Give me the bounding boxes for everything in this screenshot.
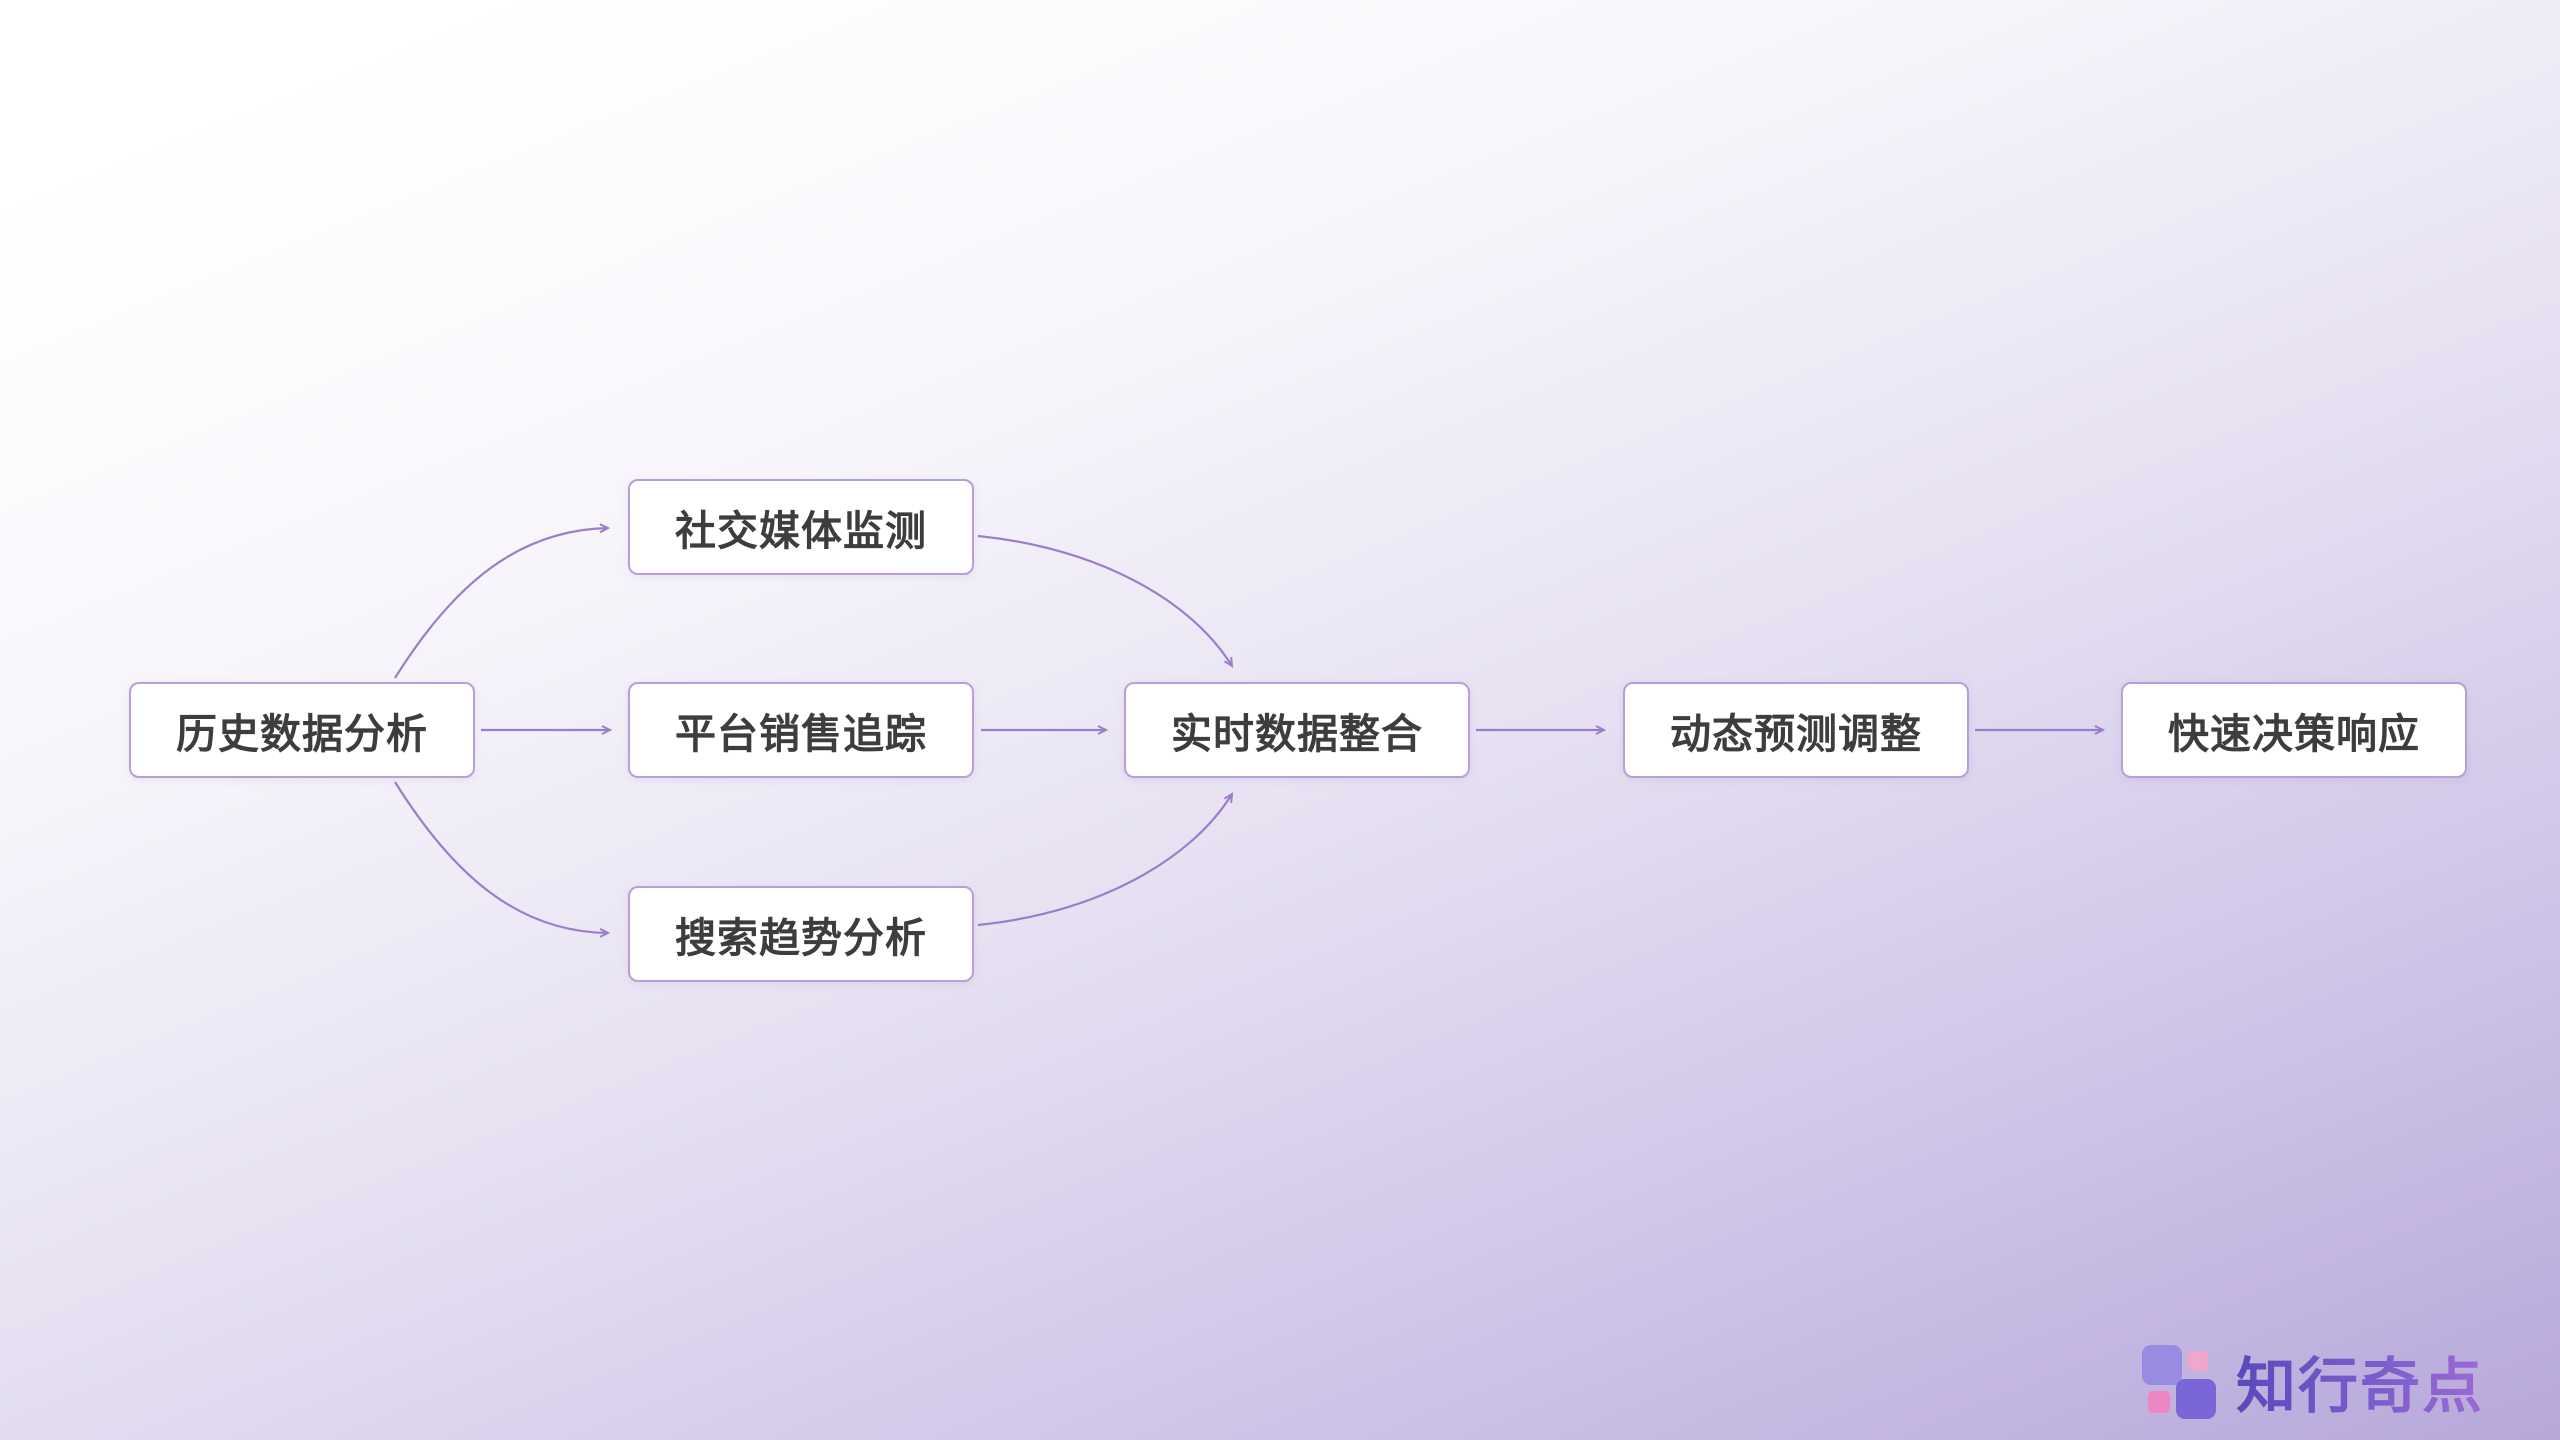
flow-node-search-trend-analysis[interactable]: 搜索趋势分析 xyxy=(628,886,974,982)
node-label: 搜索趋势分析 xyxy=(675,915,927,961)
node-label: 动态预测调整 xyxy=(1670,711,1922,757)
edge-search-realtime xyxy=(977,792,1234,927)
brand-logo-icon xyxy=(2142,1344,2216,1419)
edge-social-realtime xyxy=(977,534,1234,668)
node-label: 社交媒体监测 xyxy=(675,508,927,554)
flow-node-rapid-decision-response[interactable]: 快速决策响应 xyxy=(2121,682,2467,778)
flow-node-historical-data-analysis[interactable]: 历史数据分析 xyxy=(129,682,475,778)
flow-node-dynamic-forecast-adjustment[interactable]: 动态预测调整 xyxy=(1623,682,1969,778)
brand-logo-text: 知行奇点 xyxy=(2236,1338,2484,1425)
flow-node-realtime-data-integration[interactable]: 实时数据整合 xyxy=(1124,682,1470,778)
brand-logo: 知行奇点 xyxy=(2140,1338,2484,1425)
flow-node-social-media-monitoring[interactable]: 社交媒体监测 xyxy=(628,479,974,575)
edge-historical-social xyxy=(394,523,611,679)
node-label: 历史数据分析 xyxy=(176,711,428,757)
node-label: 平台销售追踪 xyxy=(675,711,927,757)
flow-node-platform-sales-tracking[interactable]: 平台销售追踪 xyxy=(628,682,974,778)
node-label: 实时数据整合 xyxy=(1171,711,1423,757)
node-label: 快速决策响应 xyxy=(2168,711,2420,757)
edge-historical-search xyxy=(394,781,611,938)
